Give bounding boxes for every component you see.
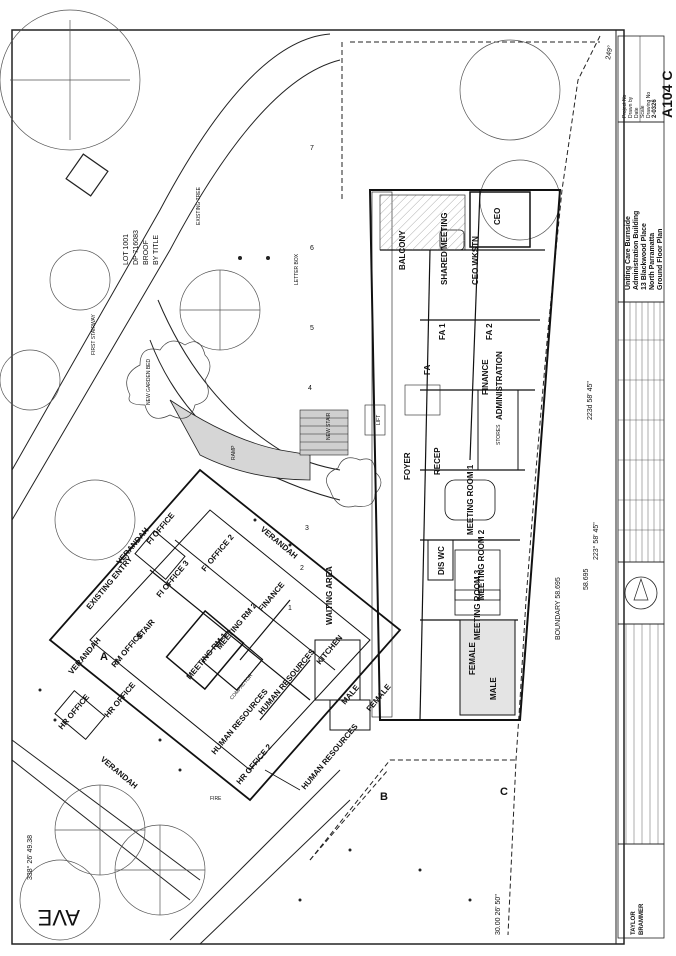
lot-dp: DP 716083 bbox=[133, 230, 140, 265]
room-label-finance-old: FINANCE bbox=[257, 580, 287, 614]
room-label-stair: STAIR bbox=[135, 617, 157, 641]
room-label-finance-new: FINANCE bbox=[481, 359, 490, 395]
project-name: Uniting Care Burnside bbox=[625, 216, 632, 290]
corner-a-label: A bbox=[100, 651, 108, 663]
trees bbox=[0, 9, 561, 941]
room-label-fa-3: FA bbox=[423, 365, 432, 375]
corner-c-label: C bbox=[500, 786, 508, 798]
grid-7: 7 bbox=[310, 145, 314, 152]
room-label-meeting-room-3: MEETING ROOM 3 bbox=[473, 569, 482, 640]
note-stores: STORES bbox=[496, 424, 502, 445]
corner-b-label: B bbox=[380, 791, 388, 803]
boundary-bearing-bottom: 30.00 26' 50" bbox=[495, 894, 502, 935]
lot-by-title: BY TITLE bbox=[153, 235, 160, 265]
boundary-label: BOUNDARY 58.695 bbox=[555, 577, 562, 640]
meta-label-scale: Scale bbox=[640, 105, 646, 118]
boundary-bearing-left: 338° 26' 49.38 bbox=[26, 835, 34, 880]
note-fire: FIRE bbox=[210, 796, 222, 802]
lot-broof: BROOF bbox=[143, 240, 150, 265]
note-first-stair: FIRST STAIRWAY bbox=[91, 313, 97, 355]
note-new-garden: NEW GARDEN BED bbox=[146, 358, 152, 405]
new-room-labels: CEO BALCONY SHARED MEETING CEO WKSTN FA … bbox=[398, 208, 504, 700]
new-stair bbox=[299, 384, 441, 456]
existing-pit bbox=[65, 153, 109, 197]
room-label-hr-1: HUMAN RESOURCES bbox=[210, 687, 270, 757]
room-label-balcony: BALCONY bbox=[398, 230, 407, 270]
note-new-stair: NEW STAIR bbox=[326, 412, 332, 440]
room-label-hr-2: HUMAN RESOURCES bbox=[257, 647, 317, 717]
address-line-1: 13 Blackwood Place bbox=[641, 223, 648, 290]
room-label-waiting-area: WAITING AREA bbox=[325, 566, 334, 625]
meta-label-drawn-by: Drawn by bbox=[628, 96, 634, 118]
grid-2: 2 bbox=[300, 565, 304, 572]
room-label-shared-meeting: SHARED MEETING bbox=[440, 213, 449, 285]
lot-number: LOT 1001 bbox=[123, 234, 130, 265]
site-markers bbox=[38, 256, 472, 902]
room-label-hr-3: HUMAN RESOURCES bbox=[300, 722, 360, 792]
room-label-existing-entry: EXISTING ENTRY bbox=[85, 554, 135, 611]
boundary-length: 58.695 bbox=[583, 568, 590, 590]
room-label-ceo: CEO bbox=[493, 208, 502, 225]
boundary-bearing: 223° 58' 45" bbox=[592, 522, 600, 560]
room-label-verandah-2: VERANDAH bbox=[259, 525, 300, 561]
sheet-border bbox=[11, 29, 625, 945]
room-label-hr-office-1: HR OFFICE bbox=[57, 692, 92, 731]
room-label-meeting-room-2: MEETING ROOM 2 bbox=[477, 529, 486, 600]
room-label-kitchen: KITCHEN bbox=[315, 633, 345, 666]
note-existing-tree: EXISTING TREE bbox=[196, 186, 202, 225]
grid-5: 5 bbox=[310, 325, 314, 332]
room-label-female-new: FEMALE bbox=[468, 641, 477, 675]
street-name: AVE bbox=[38, 905, 80, 930]
room-label-meeting-rm-2: MEETING RM 2 bbox=[215, 601, 259, 651]
revision-table bbox=[617, 302, 664, 562]
note-ramp: RAMP bbox=[231, 445, 237, 460]
grid-6: 6 bbox=[310, 245, 314, 252]
existing-building bbox=[48, 468, 402, 802]
title-block: Uniting Care Burnside Administration Bui… bbox=[615, 30, 675, 944]
grid-1: 1 bbox=[288, 605, 292, 612]
room-label-foyer: FOYER bbox=[403, 452, 412, 480]
room-label-recep: RECEP bbox=[433, 447, 442, 475]
boundary-bearing-top: 249° bbox=[604, 45, 614, 61]
north-point bbox=[624, 576, 658, 610]
room-label-male-new: MALE bbox=[489, 677, 498, 700]
entry-ramp bbox=[169, 399, 311, 481]
room-label-meeting-room-1: MEETING ROOM 1 bbox=[466, 464, 475, 535]
new-building bbox=[368, 189, 562, 721]
room-label-dis-wc: DIS WC bbox=[437, 546, 446, 575]
note-lift: LIFT bbox=[376, 415, 382, 425]
drawing-title: Ground Floor Plan bbox=[657, 229, 664, 290]
grid-4: 4 bbox=[308, 385, 312, 392]
logo-line-1: TAYLOR bbox=[631, 911, 637, 935]
note-letterbox: LETTER BOX bbox=[294, 253, 300, 285]
drawing-number: A104 C bbox=[659, 71, 675, 118]
address-line-2: North Parramatta bbox=[649, 233, 656, 290]
logo-line-2: BRAMMER bbox=[639, 903, 645, 935]
tree-top-left bbox=[0, 9, 141, 151]
room-label-fi-office-2: FI OFFICE 2 bbox=[200, 532, 236, 573]
project-number: 2-0326 bbox=[652, 99, 658, 118]
room-label-verandah-4: VERANDAH bbox=[67, 636, 103, 677]
meta-label-drawing-no: Drawing No bbox=[646, 92, 652, 118]
room-label-administration: ADMINISTRATION bbox=[495, 351, 504, 420]
room-label-fa-2: FA 2 bbox=[485, 323, 494, 340]
site-boundary bbox=[309, 35, 601, 936]
building-name: Administration Building bbox=[633, 211, 640, 290]
room-label-ceo-wkstn: CEO WKSTN bbox=[471, 236, 480, 285]
boundary-bearing-side: 223d 58' 45" bbox=[587, 381, 594, 420]
grid-3: 3 bbox=[305, 525, 309, 532]
access-road bbox=[11, 33, 351, 945]
meta-label-project-no: Project No bbox=[622, 94, 628, 118]
meta-label-date: Date bbox=[634, 107, 640, 118]
room-label-fa-1: FA 1 bbox=[438, 323, 447, 340]
